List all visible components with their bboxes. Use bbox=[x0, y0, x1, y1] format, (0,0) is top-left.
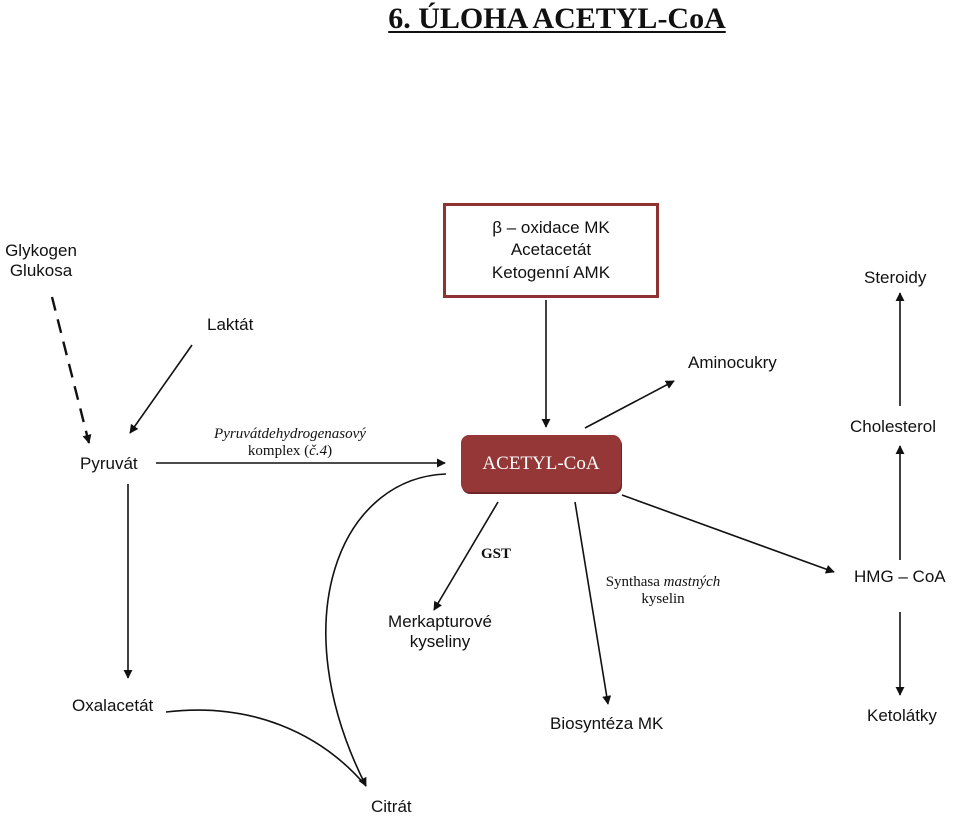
arrow-acetyl-hmgcoa bbox=[621, 494, 835, 574]
source-box: β – oxidace MK Acetacetát Ketogenní AMK bbox=[443, 203, 659, 298]
node-glykogen: Glykogen bbox=[5, 241, 77, 260]
node-citrat: Citrát bbox=[371, 797, 412, 816]
arrow-acetyl-aminocukry bbox=[584, 380, 675, 429]
arrow-oxalacetat-citrat bbox=[165, 709, 367, 787]
acetyl-coa-node: ACETYL-CoA bbox=[461, 435, 621, 492]
node-ketolatky: Ketolátky bbox=[867, 706, 937, 725]
node-laktat: Laktát bbox=[207, 315, 254, 334]
source-box-line-acetacetat: Acetacetát bbox=[510, 240, 592, 260]
label-synthasa: Synthasa mastných kyselin bbox=[590, 574, 736, 609]
label-gst: GST bbox=[481, 546, 512, 562]
arrow-acetyl-biosynteza bbox=[574, 501, 612, 705]
node-hmg-coa: HMG – CoA bbox=[854, 567, 946, 586]
label-pdh-number: č.4 bbox=[309, 443, 328, 460]
label-synthasa-line1: Synthasa mastných bbox=[590, 574, 736, 591]
node-pyruvat: Pyruvát bbox=[80, 454, 138, 473]
node-aminocukry: Aminocukry bbox=[688, 353, 777, 372]
arrow-acetyl-merkapturove bbox=[433, 501, 499, 611]
node-merkapturove-kyseliny: Merkapturové kyseliny bbox=[372, 612, 508, 651]
node-cholesterol: Cholesterol bbox=[850, 417, 936, 436]
node-glukosa: Glukosa bbox=[9, 260, 73, 280]
source-box-line-beta-oxidace: β – oxidace MK bbox=[492, 218, 610, 238]
label-pdh-suffix: ) bbox=[327, 443, 333, 460]
label-synthasa-mastnych: mastných bbox=[663, 574, 721, 590]
label-pdh-line2: komplex (č.4) bbox=[200, 443, 380, 460]
arrow-glukosa-pyruvat bbox=[50, 296, 92, 444]
node-biosynteza-mk: Biosyntéza MK bbox=[550, 714, 664, 733]
label-pdh-prefix: komplex ( bbox=[247, 443, 310, 460]
label-pdh-complex: Pyruvátdehydrogenasový komplex (č.4) bbox=[200, 426, 380, 461]
page-title: 6. ÚLOHA ACETYL-CoA bbox=[388, 2, 726, 35]
node-steroidy: Steroidy bbox=[864, 268, 927, 287]
source-box-line-ketogenni-amk: Ketogenní AMK bbox=[491, 262, 611, 282]
label-pdh-line1: Pyruvátdehydrogenasový bbox=[214, 426, 366, 442]
label-synthasa-word: Synthasa bbox=[605, 574, 664, 590]
arrow-acetyl-citrat bbox=[325, 473, 447, 787]
node-glykogen-glukosa: Glykogen Glukosa bbox=[0, 241, 82, 280]
arrow-laktat-pyruvat bbox=[129, 344, 193, 434]
node-merkapturove-line1: Merkapturové bbox=[388, 612, 492, 631]
node-oxalacetat: Oxalacetát bbox=[72, 696, 154, 715]
label-synthasa-line2: kyselin bbox=[641, 591, 685, 608]
node-merkapturove-line2: kyseliny bbox=[409, 631, 471, 651]
